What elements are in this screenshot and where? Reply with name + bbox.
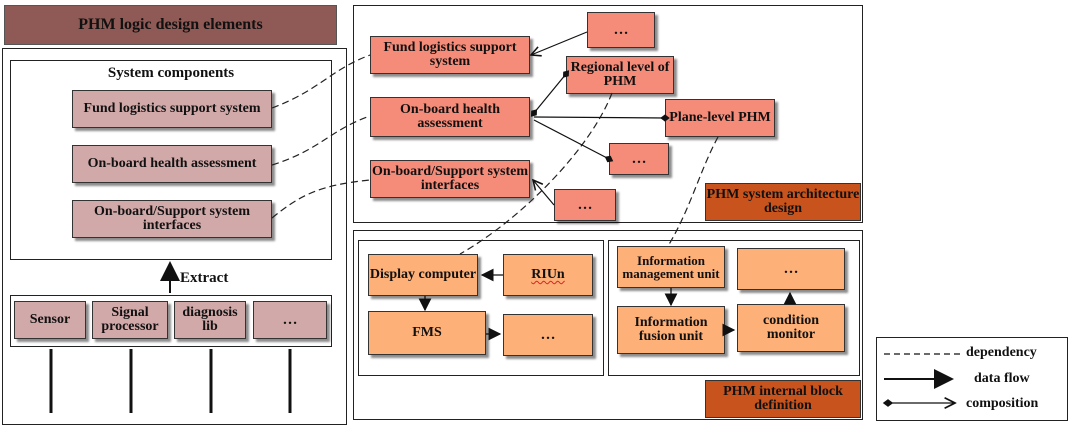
arch-ellipsis-mid[interactable]: … <box>609 143 669 175</box>
sensor-box[interactable]: Sensor <box>14 301 86 339</box>
info-fusion-box[interactable]: Information fusion unit <box>617 306 725 354</box>
arch-onboard-health[interactable]: On-board health assessment <box>370 97 530 137</box>
condition-monitor-box[interactable]: condition monitor <box>737 304 845 352</box>
sc-onboard-health[interactable]: On-board health assessment <box>72 145 272 183</box>
bottom-items-panel <box>10 295 332 347</box>
internal-right-subpanel <box>608 240 860 376</box>
extract-label: Extract <box>180 270 229 286</box>
riun-label: RIUn <box>531 267 565 282</box>
legend-data-flow-label: data flow <box>974 371 1030 386</box>
system-components-title: System components <box>107 65 235 81</box>
sc-fund-logistics[interactable]: Fund logistics support system <box>72 90 272 128</box>
sc-onboard-support[interactable]: On-board/Support system interfaces <box>72 200 272 238</box>
internal-ellipsis-right[interactable]: … <box>737 248 845 290</box>
riun-box[interactable]: RIUn <box>503 254 593 296</box>
legend-dependency-label: dependency <box>966 345 1037 360</box>
legend-composition-label: composition <box>966 396 1039 411</box>
arch-regional-phm[interactable]: Regional level of PHM <box>566 56 674 94</box>
diagnosis-lib-box[interactable]: diagnosis lib <box>174 301 246 339</box>
fms-box[interactable]: FMS <box>368 311 486 355</box>
signal-processor-box[interactable]: Signal processor <box>92 301 168 339</box>
arch-ellipsis-top[interactable]: … <box>587 12 655 48</box>
internal-ellipsis-left[interactable]: … <box>503 314 593 356</box>
page-title: PHM logic design elements <box>4 5 337 45</box>
legend <box>876 337 1068 421</box>
arch-fund-logistics[interactable]: Fund logistics support system <box>370 36 530 74</box>
arch-ellipsis-low[interactable]: … <box>554 189 616 221</box>
arch-plane-phm[interactable]: Plane-level PHM <box>665 99 775 137</box>
arch-onboard-support[interactable]: On-board/Support system interfaces <box>370 160 530 198</box>
display-computer-box[interactable]: Display computer <box>368 254 478 296</box>
left-panel <box>2 48 347 425</box>
architecture-tag: PHM system architecture design <box>705 183 861 221</box>
info-management-box[interactable]: Information management unit <box>617 246 725 288</box>
internal-tag: PHM internal block definition <box>705 380 861 418</box>
ellipsis-box-left[interactable]: … <box>253 301 327 339</box>
